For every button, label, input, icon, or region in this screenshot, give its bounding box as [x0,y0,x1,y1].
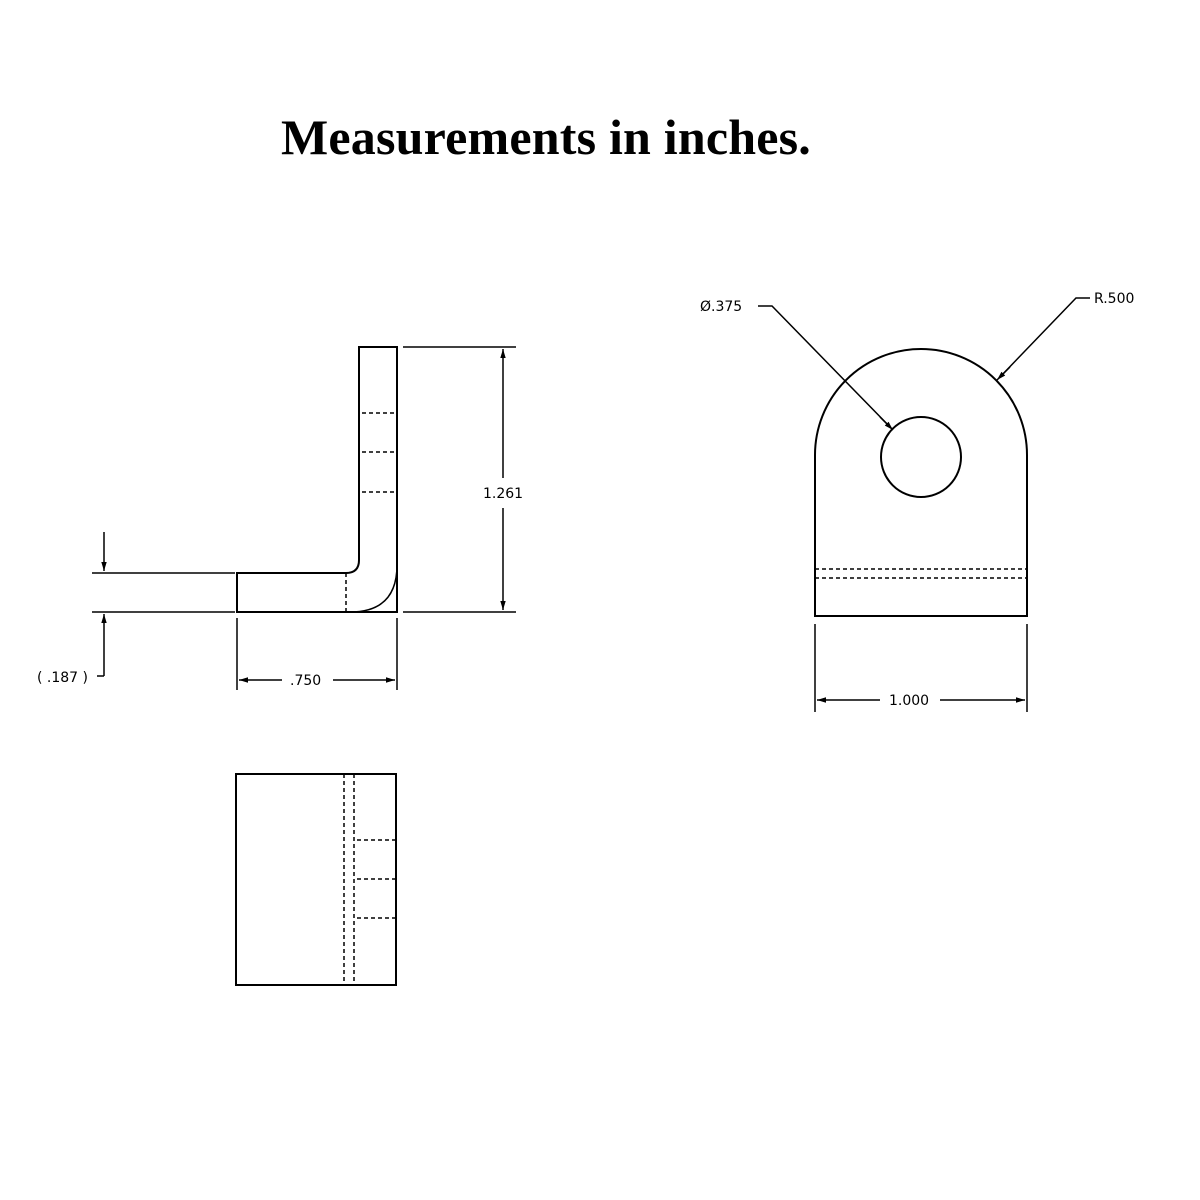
tab-outline [814,348,1028,617]
radius-label: R.500 [1094,291,1134,307]
length-label: .750 [290,673,321,689]
width-label: 1.000 [889,693,929,709]
hole-leader [758,305,892,429]
radius-leader-arrow [996,366,1011,381]
hole-circle [880,416,962,498]
side-view: ( .187 ) .750 1.261 [37,346,523,690]
height-label: 1.261 [483,486,523,502]
front-view: Ø.375 R.500 1.000 [700,291,1134,712]
hole-diameter-label: Ø.375 [700,299,742,315]
hole-leader-arrow [879,416,894,431]
thickness-label: ( .187 ) [37,670,88,686]
page-title: Measurements in inches. [280,109,812,165]
bend-inner-arc [345,559,360,574]
bracket-outline [236,346,398,613]
radius-leader [998,297,1090,379]
top-view [235,773,397,986]
bend-outer-arc [349,564,398,613]
